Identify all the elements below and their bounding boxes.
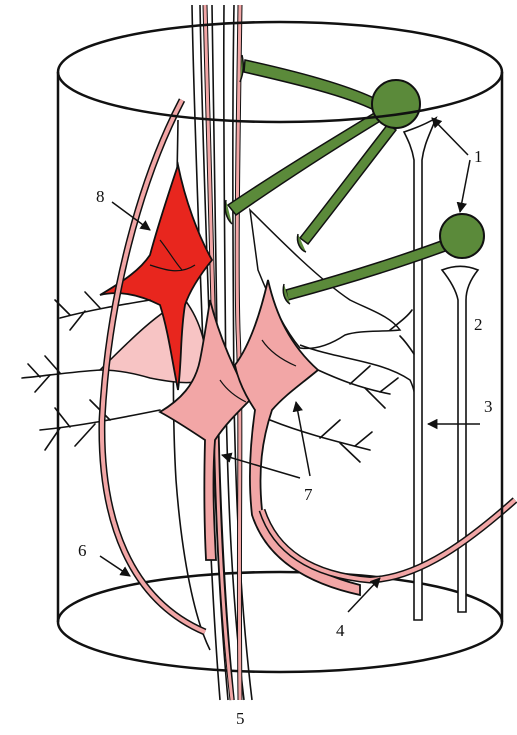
label-6: 6 bbox=[78, 541, 87, 560]
label-2: 2 bbox=[474, 315, 483, 334]
label-1: 1 bbox=[474, 147, 483, 166]
arrow-1b bbox=[460, 160, 470, 212]
label-3: 3 bbox=[484, 397, 493, 416]
cylinder-bottom-ellipse bbox=[58, 572, 502, 672]
green-axon-low bbox=[300, 124, 396, 244]
label-7: 7 bbox=[304, 485, 313, 504]
label-4: 4 bbox=[336, 621, 345, 640]
green-soma-top bbox=[372, 80, 420, 128]
label-5: 5 bbox=[236, 709, 245, 728]
green-axon-top bbox=[244, 60, 378, 110]
arrow-1a bbox=[432, 118, 468, 155]
green-soma-right bbox=[440, 214, 484, 258]
white-fiber-neurons bbox=[404, 118, 478, 620]
arrow-7b bbox=[296, 402, 310, 476]
label-8: 8 bbox=[96, 187, 105, 206]
